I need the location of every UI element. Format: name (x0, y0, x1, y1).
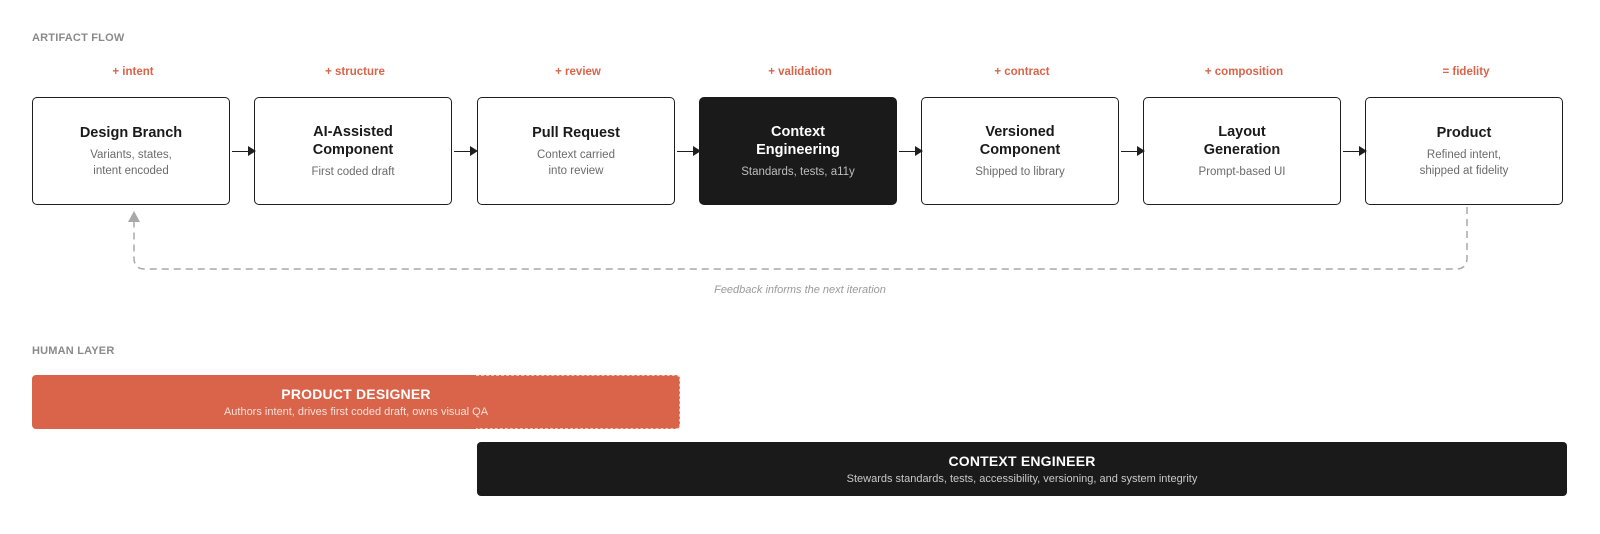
feedback-label: Feedback informs the next iteration (714, 284, 886, 296)
stage-tag-structure: + structure (325, 66, 385, 78)
stage-tag-fidelity: = fidelity (1442, 66, 1490, 78)
node-design-branch: Design Branch Variants, states, intent e… (32, 97, 230, 205)
flow-arrow (232, 146, 256, 156)
stage-tag-intent: + intent (112, 66, 154, 78)
stage-tag-validation: + validation (768, 66, 832, 78)
flow-arrow (899, 146, 923, 156)
artifact-flow-label: ARTIFACT FLOW (32, 32, 125, 44)
human-layer-label: HUMAN LAYER (32, 345, 115, 357)
node-title: Design Branch (79, 124, 183, 141)
role-description: Stewards standards, tests, accessibility… (846, 473, 1198, 485)
node-title: Product (1436, 124, 1492, 141)
node-title: Context Engineering (756, 123, 840, 158)
overlap-region (476, 375, 680, 429)
node-context-engineering: Context Engineering Standards, tests, a1… (699, 97, 897, 205)
node-title: Pull Request (532, 124, 620, 141)
node-subtitle: Variants, states, intent encoded (90, 148, 172, 177)
node-subtitle: Shipped to library (975, 165, 1065, 178)
node-pull-request: Pull Request Context carried into review (477, 97, 675, 205)
stage-tag-contract: + contract (994, 66, 1050, 78)
node-versioned-component: Versioned Component Shipped to library (921, 97, 1119, 205)
flow-arrow (454, 146, 478, 156)
node-subtitle: Context carried into review (537, 148, 615, 177)
role-title: CONTEXT ENGINEER (948, 453, 1096, 469)
role-bar-context-engineer: CONTEXT ENGINEER Stewards standards, tes… (477, 442, 1567, 496)
flow-arrow (1121, 146, 1145, 156)
stage-tag-composition: + composition (1204, 66, 1284, 78)
node-title: Versioned Component (979, 123, 1061, 158)
role-bar-product-designer: PRODUCT DESIGNER Authors intent, drives … (32, 375, 680, 429)
node-layout-generation: Layout Generation Prompt-based UI (1143, 97, 1341, 205)
node-subtitle: Prompt-based UI (1198, 165, 1286, 178)
role-title: PRODUCT DESIGNER (281, 386, 431, 402)
flow-arrow (1343, 146, 1367, 156)
feedback-loop-path (133, 207, 1468, 270)
node-title: AI-Assisted Component (312, 123, 394, 158)
role-description: Authors intent, drives first coded draft… (223, 406, 489, 418)
node-subtitle: Refined intent, shipped at fidelity (1419, 148, 1509, 177)
stage-tag-review: + review (555, 66, 601, 78)
node-product: Product Refined intent, shipped at fidel… (1365, 97, 1563, 205)
node-subtitle: Standards, tests, a11y (741, 165, 855, 178)
node-ai-assisted-component: AI-Assisted Component First coded draft (254, 97, 452, 205)
flow-arrow (677, 146, 701, 156)
node-title: Layout Generation (1203, 123, 1281, 158)
feedback-arrowhead-icon (128, 211, 140, 222)
node-subtitle: First coded draft (311, 165, 395, 178)
